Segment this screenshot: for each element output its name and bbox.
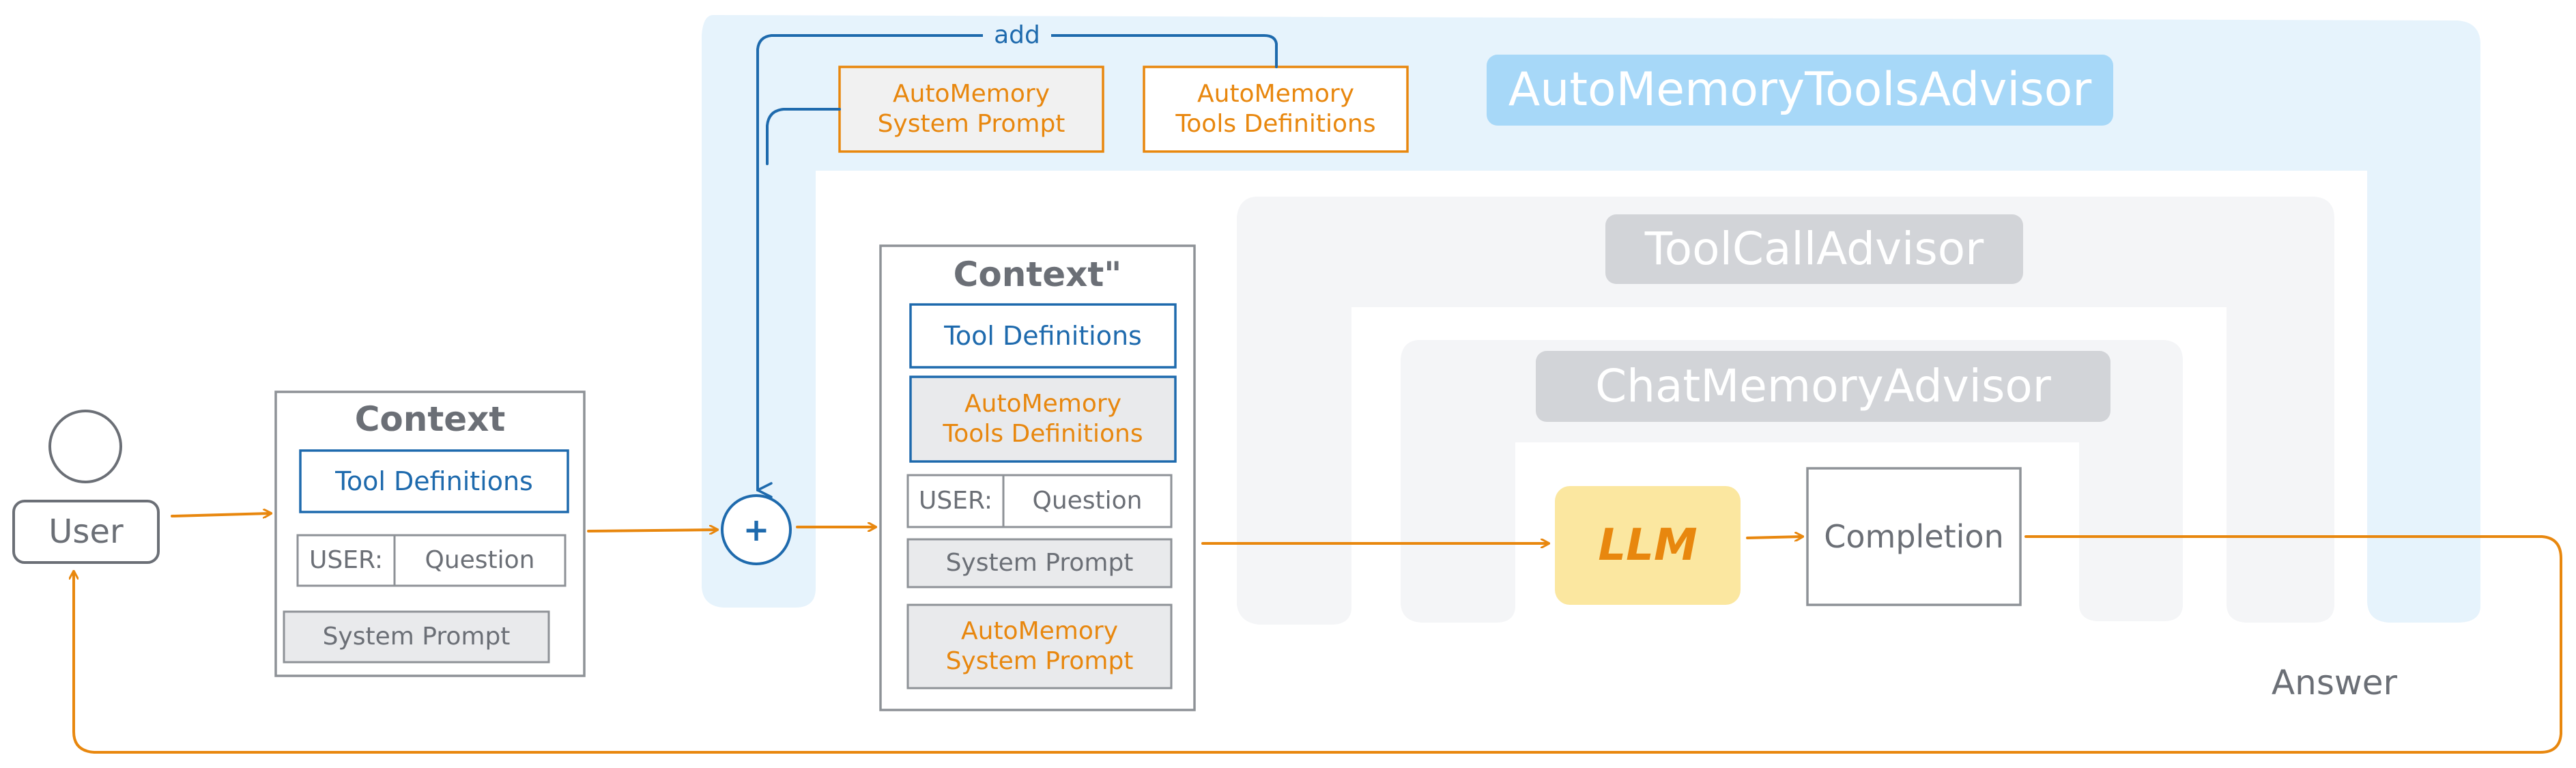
context-user-tag: USER: [309,546,383,575]
tool-call-advisor-title: ToolCallAdvisor [1644,222,1984,275]
chat-memory-advisor-badge [1536,351,2110,422]
context-out-automemory-system: AutoMemory System Prompt [908,605,1171,688]
context-out-question: Question [1032,487,1143,515]
add-label: add [983,20,1051,51]
context-out-automemory-tools: AutoMemory Tools Definitions [911,377,1175,461]
user-icon [12,410,160,564]
user-label: User [48,512,124,551]
context-out-automemory-system-line1: AutoMemory [961,617,1118,646]
automemory-tools-definitions-label: AutoMemory Tools Definitions [1144,67,1407,152]
context-out-automemory-system-line2: System Prompt [945,647,1134,675]
automemory-system-prompt-label: AutoMemory System Prompt [840,67,1103,152]
add-line-from-system-prompt [766,108,841,165]
context-out-system-prompt: System Prompt [945,549,1134,578]
arrow-context-to-plus [587,530,717,531]
context-box [274,390,586,677]
context-out-automemory-tools-line2: Tools Definitions [943,420,1143,448]
automemory-system-prompt-line2: System Prompt [877,110,1065,138]
arrow-user-to-context [171,513,270,516]
automemory-system-prompt-line1: AutoMemory [893,80,1050,109]
completion-label: Completion [1824,517,2004,555]
auto-memory-tools-advisor-badge [1487,55,2113,126]
context-question: Question [425,546,535,575]
context-out-tool-definitions: Tool Definitions [944,320,1142,351]
completion-box [1806,467,2022,606]
context-out-automemory-tools-line1: AutoMemory [964,390,1121,418]
tool-call-advisor-region [1237,197,2334,625]
context-system-prompt: System Prompt [322,623,511,651]
chat-memory-advisor-title: ChatMemoryAdvisor [1595,359,2051,412]
context-out-box [879,244,1196,711]
automemory-system-prompt-box [838,66,1104,153]
automemory-tools-definitions-box [1143,66,1409,153]
plus-symbol: + [743,511,770,548]
arrow-answer-return [74,535,2562,754]
tool-call-advisor-badge [1605,214,2023,284]
context-out-title: Context" [953,254,1122,294]
arrow-llm-to-completion [1746,537,1802,538]
context-out-user-tag: USER: [919,487,992,515]
context-tool-definitions: Tool Definitions [335,466,533,496]
llm-node [1555,486,1741,605]
answer-label: Answer [2271,662,2398,702]
auto-memory-tools-advisor-region [702,15,2480,623]
context-title: Context [354,399,506,439]
automemory-tools-definitions-line2: Tools Definitions [1175,110,1376,138]
flow-arrows [74,513,2562,754]
automemory-tools-definitions-line1: AutoMemory [1197,80,1354,109]
auto-memory-tools-advisor-title: AutoMemoryToolsAdvisor [1508,62,2092,117]
llm-label: LLM [1598,520,1698,571]
